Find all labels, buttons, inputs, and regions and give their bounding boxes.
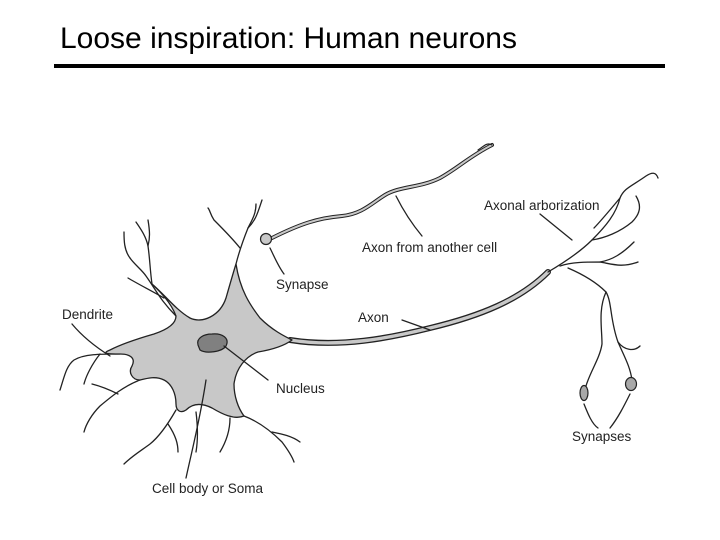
label-synapse: Synapse [276,277,329,292]
label-dendrite: Dendrite [62,307,113,322]
leader-cell-body [185,379,207,479]
leader-nucleus [223,345,269,381]
leader-synapse [269,247,285,275]
leader-synapses-right [609,393,631,429]
label-axonal-arborization: Axonal arborization [484,198,600,213]
synapse-knob [259,232,273,246]
label-axon-from-another-cell: Axon from another cell [362,240,497,255]
title-underline [54,64,665,68]
label-synapses: Synapses [572,429,632,444]
leader-dendrite [71,323,111,357]
label-cell-body: Cell body or Soma [152,481,264,496]
nucleus-shape [197,333,228,353]
dendrite-branches [235,203,257,265]
slide-title: Loose inspiration: Human neurons [60,22,517,55]
axon-arborization [547,172,659,273]
label-axon: Axon [358,310,389,325]
leader-axon-from-another-cell [395,195,423,237]
leader-axonal-arborization [539,213,573,241]
leader-axon [401,319,431,331]
leader-synapses-left [583,403,599,429]
label-nucleus: Nucleus [276,381,325,396]
synapse-knob-left [579,384,589,402]
synapse-knob-right [624,376,638,392]
